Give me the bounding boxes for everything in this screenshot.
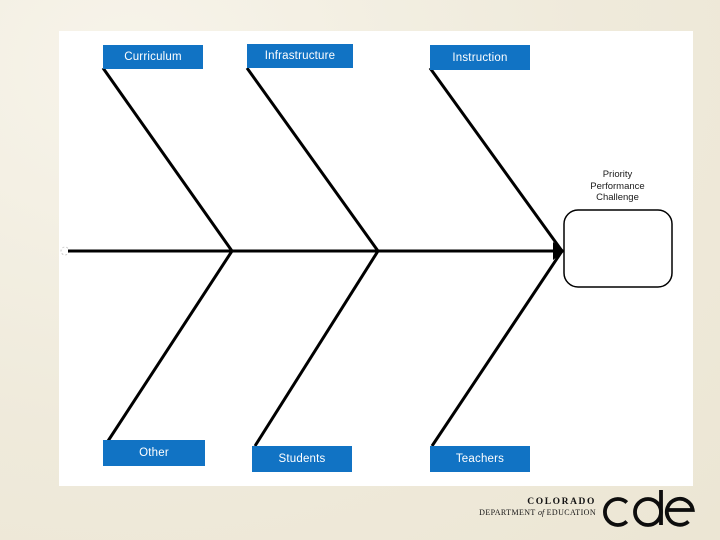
rib-curriculum [101,67,234,252]
priority-performance-challenge-box[interactable] [563,209,673,288]
spine-start-marker [60,246,70,256]
cde-logo-text: COLORADO DEPARTMENT of EDUCATION [479,497,596,517]
category-box-curriculum[interactable]: Curriculum [103,45,203,69]
rib-infrastructure [245,67,380,252]
spine-arrowhead-icon [553,242,565,260]
org-name: COLORADO [527,497,596,507]
rib-instruction [428,67,564,252]
category-label: Other [139,447,169,459]
category-box-other[interactable]: Other [103,440,205,466]
rib-teachers [430,250,564,447]
fishbone-diagram [60,67,673,447]
category-box-teachers[interactable]: Teachers [430,446,530,472]
effect-label: Priority Performance Challenge [590,169,645,203]
cde-footer-logo: COLORADO DEPARTMENT of EDUCATION cde [479,488,695,530]
dept-name: DEPARTMENT of EDUCATION [479,508,596,517]
diagram-canvas: Curriculum Infrastructure Instruction Ot… [59,31,693,486]
category-label: Curriculum [124,51,182,63]
category-label: Students [278,453,326,465]
category-label: Instruction [452,51,508,64]
rib-other [106,250,234,442]
category-label: Infrastructure [264,50,336,62]
rib-students [253,250,380,447]
category-label: Teachers [455,453,505,465]
category-box-instruction[interactable]: Instruction [430,45,530,70]
category-box-infrastructure[interactable]: Infrastructure [247,44,353,68]
category-box-students[interactable]: Students [252,446,352,472]
cde-logo-letters: cde [479,488,480,489]
cde-logo-icon [603,490,695,527]
